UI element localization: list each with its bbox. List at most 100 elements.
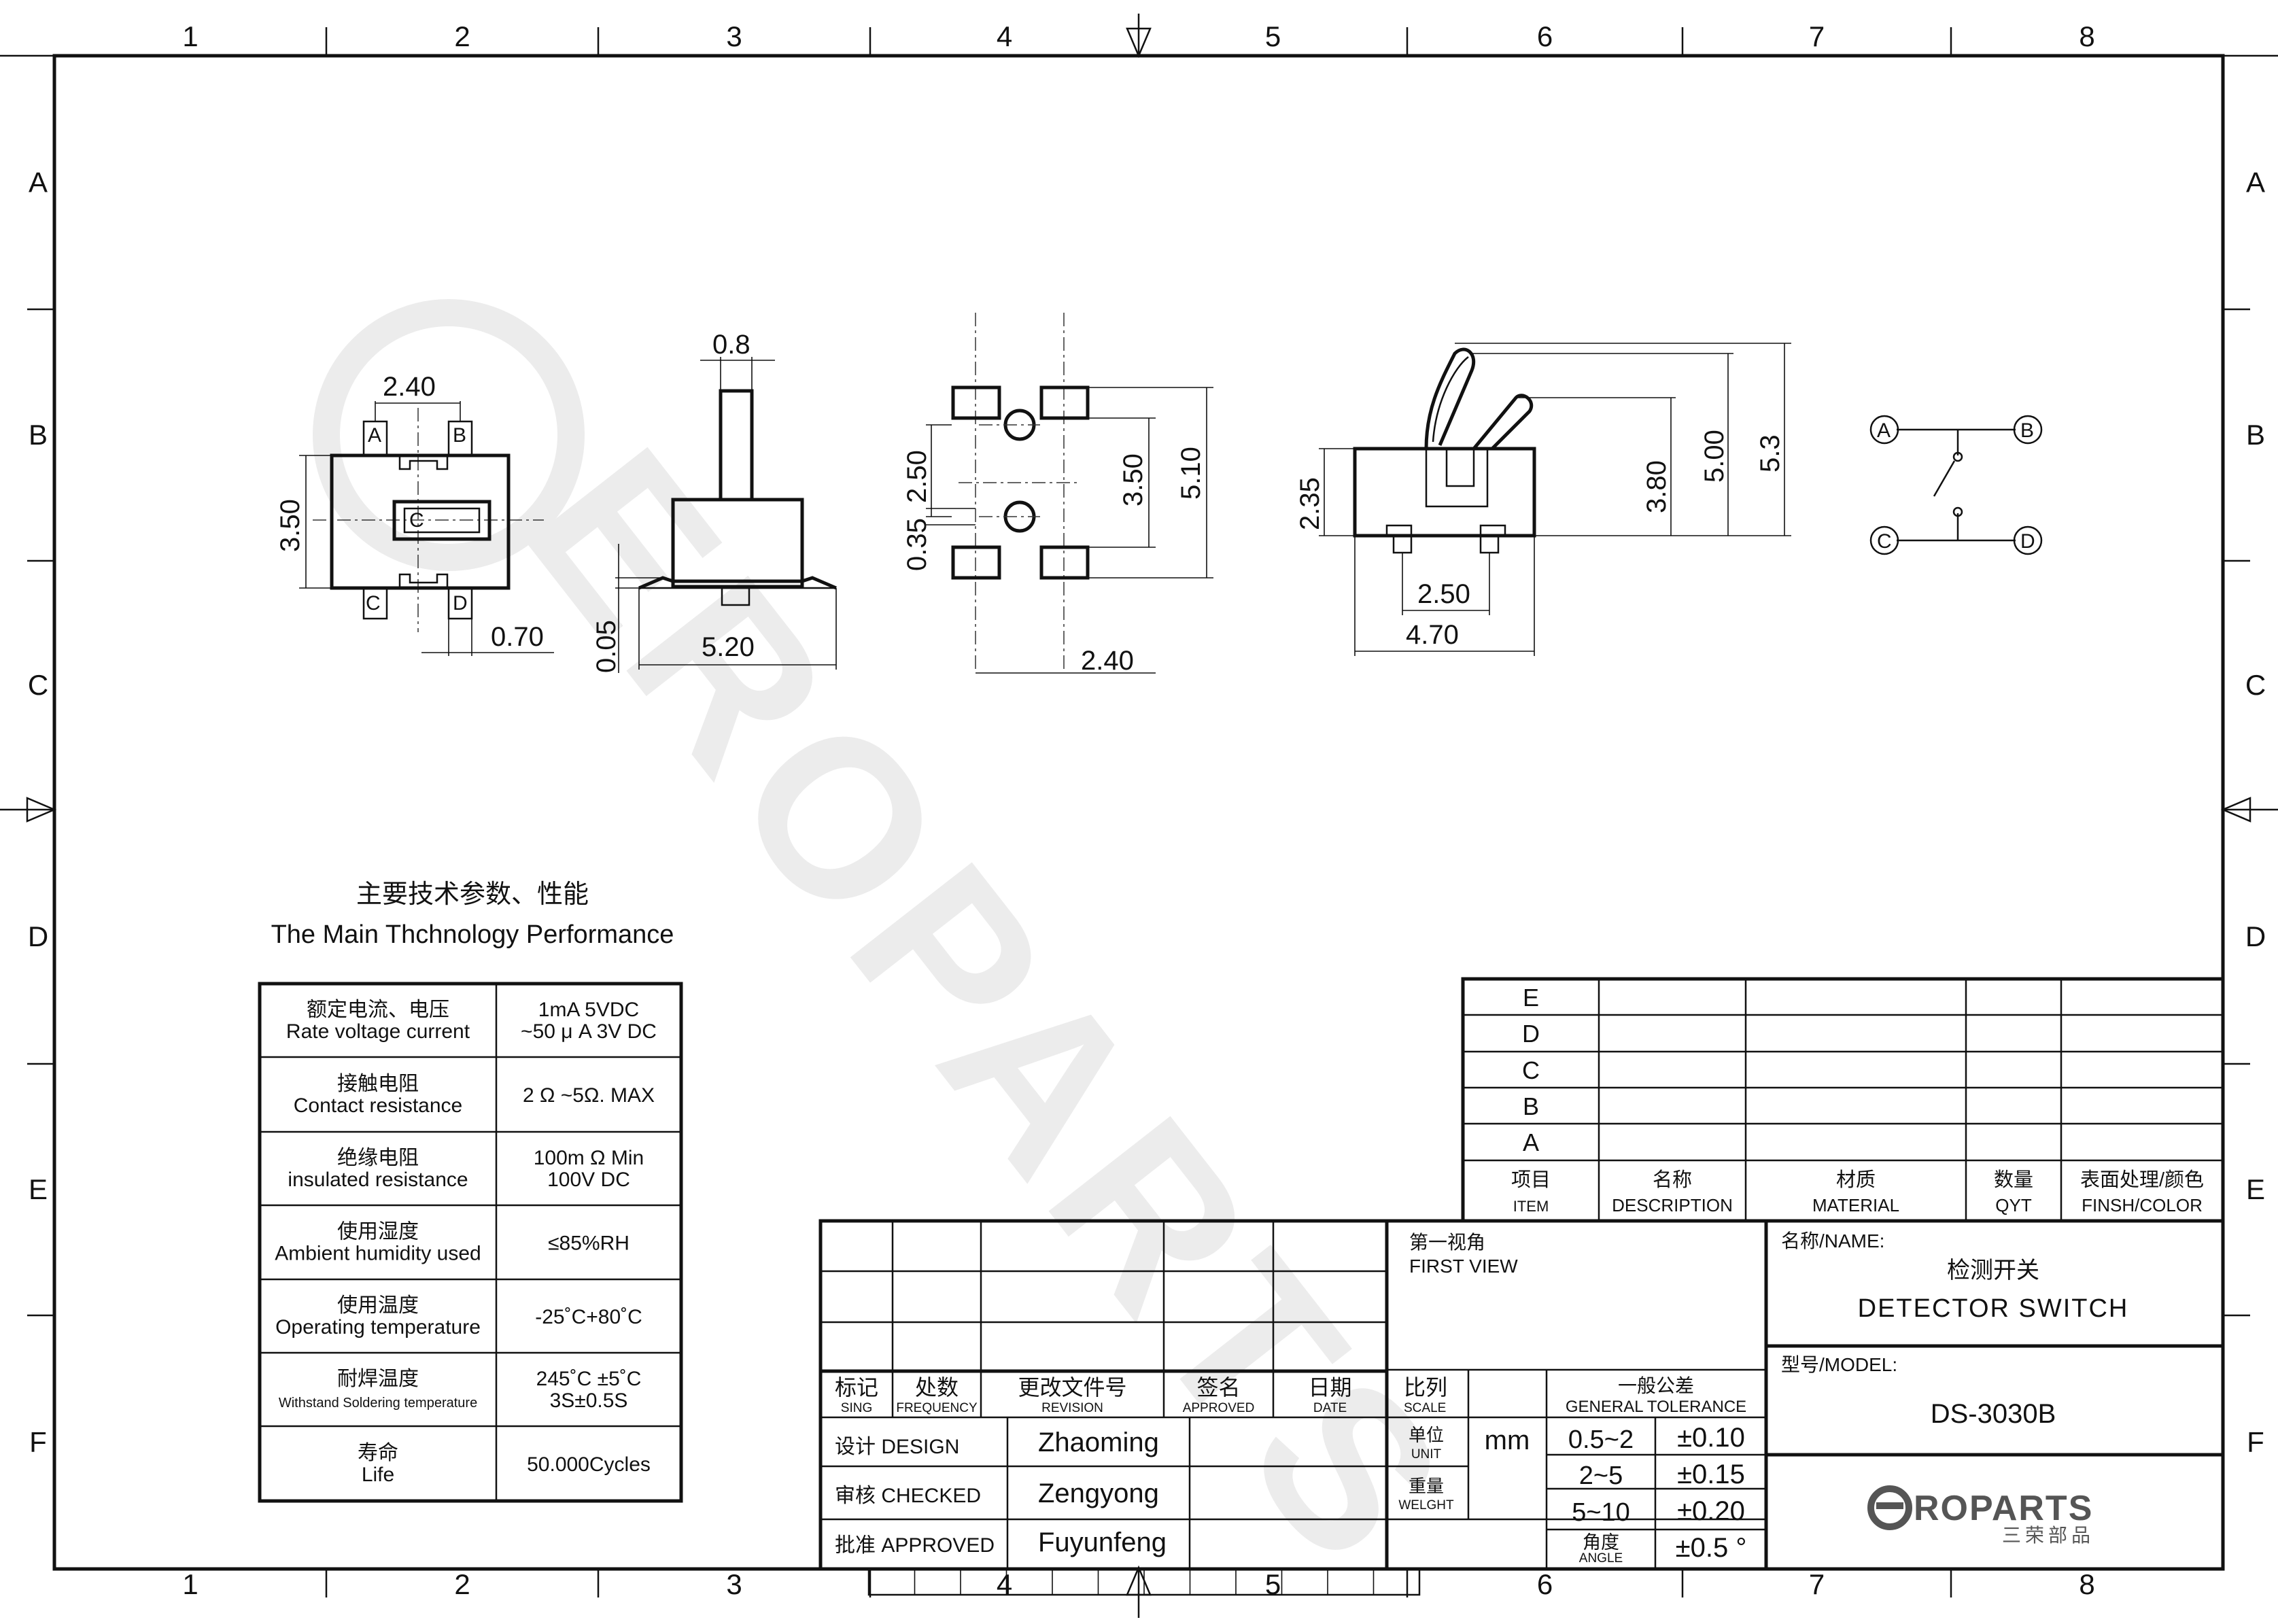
perf-row-label-en: Rate voltage current [286,1020,470,1043]
perf-row-label-cn: 接触电阻 [337,1073,419,1095]
parts-header-cn: 数量 [1994,1169,2033,1191]
frame-col-label-bottom: 8 [2079,1568,2094,1600]
frame-col-label-top: 5 [1265,20,1281,52]
company-logo: ROPARTS 三荣部品 [1867,1485,2094,1546]
frame-col-label-top: 7 [1809,20,1825,52]
top-pin-c-bottom: C [366,592,381,615]
dim-front-5-00: 5.00 [1699,430,1729,483]
parts-header-cn: 名称 [1653,1169,1692,1191]
performance-title-cn: 主要技术参数、性能 [356,880,589,909]
revision-header-cn: 日期 [1308,1375,1351,1400]
unit-cn: 单位 [1409,1425,1444,1445]
parts-header-cn: 项目 [1511,1169,1551,1191]
frame-col-label-top: 8 [2079,20,2094,52]
dim-side-0-8: 0.8 [712,330,750,360]
angle-value: ±0.5 ° [1676,1533,1747,1563]
angle-cn: 角度 [1583,1532,1619,1553]
perf-row-value: 2 Ω ~5Ω. MAX [523,1084,655,1107]
signoff-checked-label: 审核 CHECKED [835,1485,981,1507]
parts-header-cn: 表面处理/颜色 [2080,1169,2204,1191]
frame-col-label-top: 6 [1537,20,1553,52]
top-pin-c: C [409,509,424,532]
switch-schematic: A B C D [1869,415,2043,555]
perf-row-value: 100m Ω Min [534,1147,644,1169]
parts-header-en: DESCRIPTION [1612,1195,1733,1215]
name-label: 名称/NAME: [1781,1230,1884,1251]
side-view: 0.8 5.20 0.05 [591,330,837,673]
revision-grid: 标记SING处数FREQUENCY更改文件号REVISION签名APPROVED… [821,1221,1387,1417]
perf-row-label-cn: 绝缘电阻 [337,1147,419,1169]
unit-value: mm [1485,1426,1530,1455]
perf-row-label-en: Withstand Soldering temperature [279,1396,477,1411]
dim-fp-2-50: 2.50 [902,450,932,503]
logo-text: ROPARTS [1914,1489,2093,1528]
unit-en: UNIT [1411,1447,1442,1462]
frame-row-label-left: F [29,1426,47,1458]
tol-value-2: ±0.15 [1677,1459,1745,1489]
dim-top-2-40: 2.40 [383,372,436,402]
frame-col-label-top: 4 [997,20,1012,52]
parts-list-table: EDCBA项目ITEM名称DESCRIPTION材质MATERIAL数量QYT表… [1461,977,2225,1223]
revision-header-cn: 处数 [915,1375,959,1400]
bottom-ruler [867,1568,1421,1596]
revision-header-en: APPROVED [1183,1401,1255,1415]
frame-row-label-left: E [29,1173,48,1205]
logo-cn: 三荣部品 [2002,1525,2094,1546]
frame-col-label-bottom: 7 [1809,1568,1825,1600]
weight-en: WELGHT [1398,1498,1454,1513]
tolerance-cn: 一般公差 [1618,1375,1694,1396]
perf-row-value-2: 3S±0.5S [550,1389,628,1412]
frame-row-label-right: D [2245,920,2266,952]
parts-header-en: QYT [1995,1195,2032,1215]
dim-fp-5-10: 5.10 [1176,447,1206,500]
frame-row-label-right: F [2247,1426,2264,1458]
top-pin-a: A [368,424,381,447]
dim-side-5-20: 5.20 [702,632,755,662]
weight-cn: 重量 [1409,1476,1444,1496]
frame-row-label-right: A [2246,167,2265,198]
tol-value-3: ±0.20 [1677,1496,1745,1526]
tol-range-2: 2~5 [1579,1462,1623,1490]
top-pin-d: D [453,592,468,615]
schematic-node-c: C [1877,530,1892,553]
front-view: 2.35 3.80 5.00 5.3 2.50 4.70 [1295,343,1791,656]
revision-header-en: REVISION [1041,1401,1103,1415]
perf-row-value-2: ~50 μ A 3V DC [521,1020,657,1043]
revision-header-cn: 更改文件号 [1018,1375,1126,1400]
revision-header-en: DATE [1313,1401,1347,1415]
tolerance-en: GENERAL TOLERANCE [1566,1398,1746,1416]
name-cn: 检测开关 [1947,1258,2039,1283]
frame-col-label-top: 3 [726,20,742,52]
parts-header-en: FINSH/COLOR [2082,1195,2203,1215]
frame-col-label-bottom: 4 [997,1568,1012,1600]
signoff-design-name: Zhaoming [1038,1428,1159,1457]
parts-header-cn: 材质 [1836,1169,1876,1191]
perf-row-value: 245˚C ±5˚C [536,1368,642,1390]
title-block: 标记SING处数FREQUENCY更改文件号REVISION签名APPROVED… [818,1219,2225,1596]
name-en: DETECTOR SWITCH [1858,1294,2129,1323]
signoff-design-label: 设计 DESIGN [835,1436,959,1458]
perf-row-value: 1mA 5VDC [538,999,639,1021]
performance-section: 主要技术参数、性能 The Main Thchnology Performanc… [258,880,683,1503]
perf-row-label-en: insulated resistance [288,1169,468,1191]
frame-col-label-bottom: 3 [726,1568,742,1600]
top-view: A B C C D 2.40 3.50 0.70 [275,372,554,656]
frame-col-label-bottom: 2 [454,1568,470,1600]
tol-value-1: ±0.10 [1677,1423,1745,1453]
frame-row-label-left: A [29,167,48,198]
frame-col-label-bottom: 6 [1537,1568,1553,1600]
dim-front-5-3: 5.3 [1755,434,1785,472]
frame-row-label-left: D [28,920,48,952]
first-view-cn: 第一视角 [1409,1232,1485,1253]
parts-header-en: ITEM [1513,1198,1549,1215]
frame-zone-ticks [27,27,2250,1597]
dim-fp-3-50: 3.50 [1118,453,1148,506]
dim-front-2-50: 2.50 [1417,579,1470,609]
footprint-view: 2.50 0.35 3.50 5.10 2.40 [902,313,1213,676]
schematic-node-d: D [2020,530,2035,553]
signoff-checked-name: Zengyong [1038,1479,1159,1508]
dim-front-4-70: 4.70 [1406,620,1459,650]
parts-row-label: A [1523,1128,1539,1156]
